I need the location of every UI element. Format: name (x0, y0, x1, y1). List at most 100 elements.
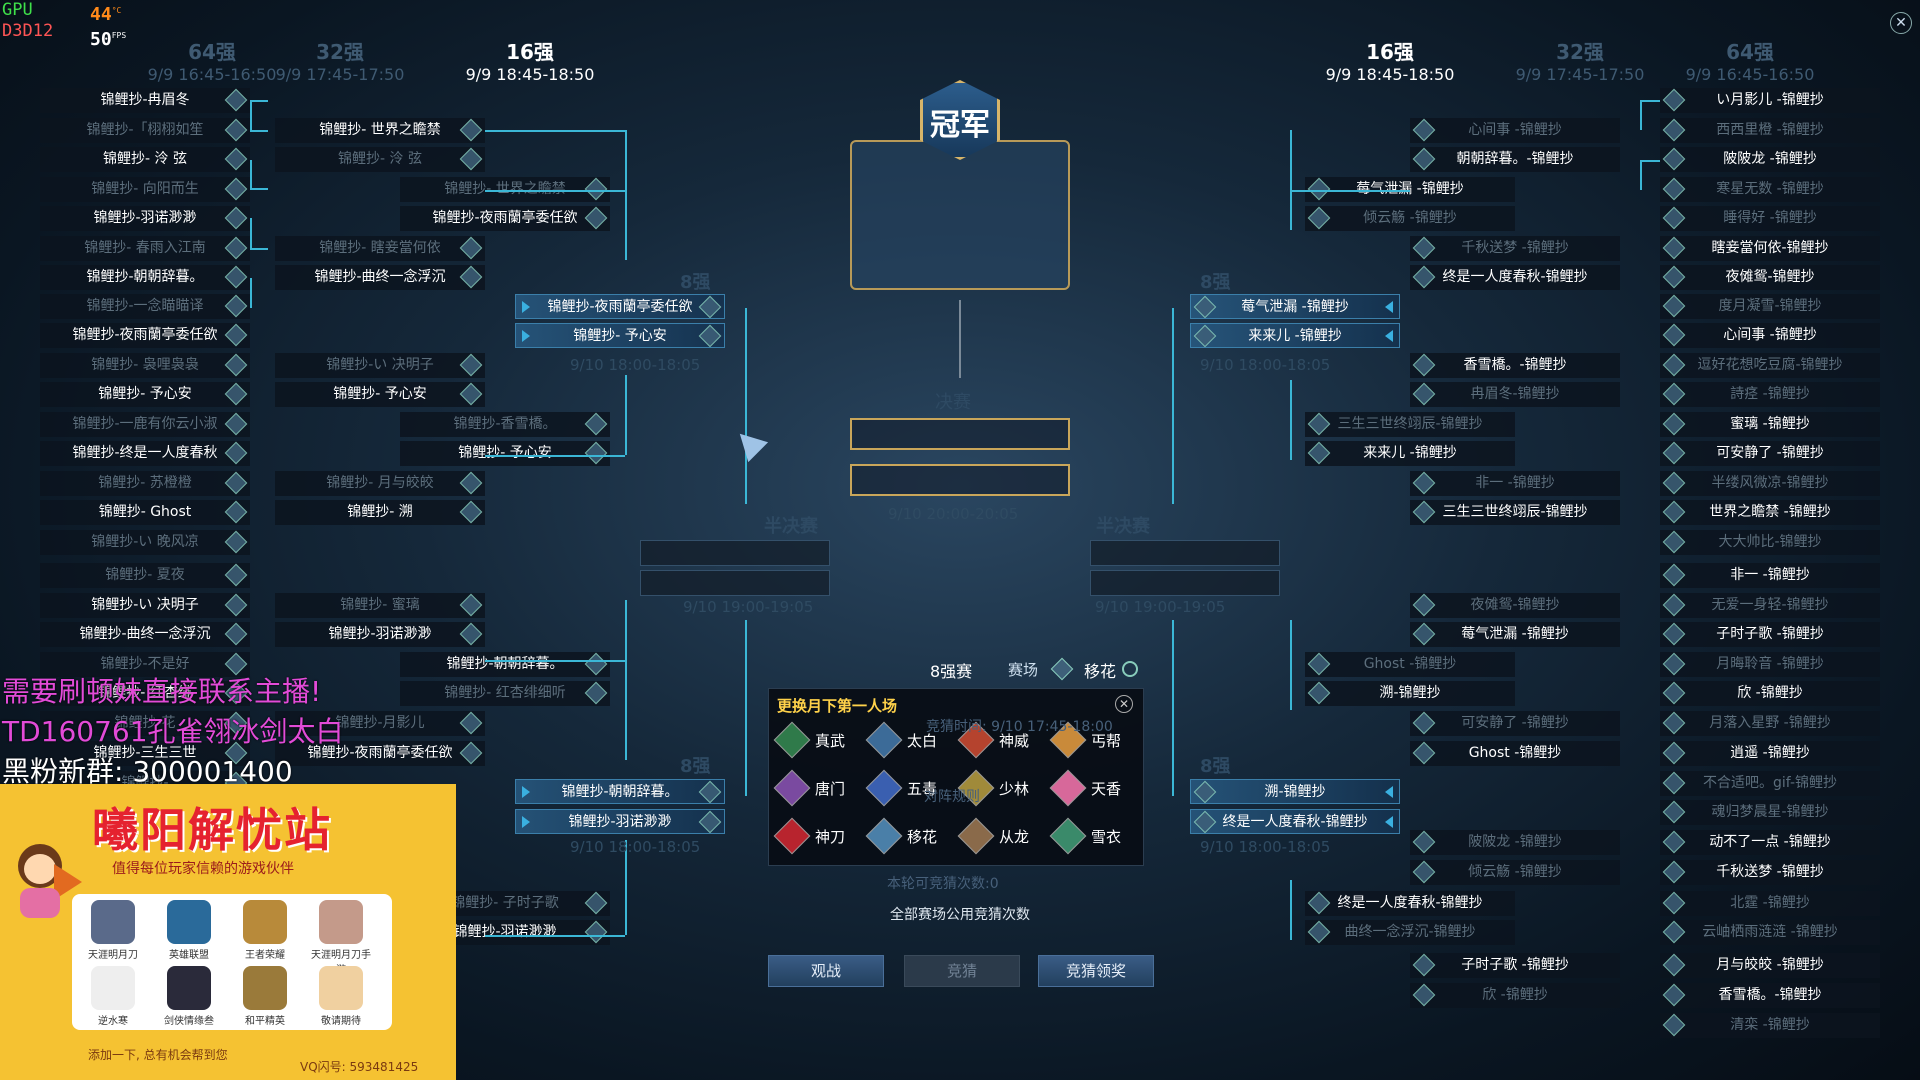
bet-reward-button[interactable]: 竞猜领奖 (1038, 955, 1154, 987)
bracket-slot[interactable]: 锦鲤抄- 泠 弦 (40, 147, 250, 172)
bracket-slot[interactable]: 寒星无数 -锦鲤抄 (1660, 177, 1880, 202)
bracket-slot[interactable]: 锦鲤抄-夜雨蘭亭委任欲 (275, 741, 485, 766)
bracket-slot[interactable]: 三生三世终翊辰-锦鲤抄 (1410, 500, 1620, 525)
bracket-slot[interactable]: 陂陂龙 -锦鲤抄 (1410, 830, 1620, 855)
bracket-slot[interactable]: 来来儿 -锦鲤抄 (1305, 441, 1515, 466)
bracket-slot[interactable]: 锦鲤抄-三生三世 (40, 741, 250, 766)
bracket-slot[interactable]: 无爱一身轻-锦鲤抄 (1660, 593, 1880, 618)
bracket-slot[interactable]: 度月凝雪-锦鲤抄 (1660, 294, 1880, 319)
field-sect-value[interactable]: 移花 (1084, 662, 1117, 681)
bracket-slot[interactable]: 锦鲤抄- 夏夜 (40, 563, 250, 588)
bracket-slot[interactable]: 锦鲤抄- 予心安 (515, 323, 725, 348)
bracket-slot[interactable]: 锦鲤抄- 泠 弦 (275, 147, 485, 172)
bracket-slot[interactable]: 夜傩鸳-锦鲤抄 (1660, 265, 1880, 290)
watch-button[interactable]: 观战 (768, 955, 884, 987)
sect-option[interactable]: 太白 (865, 719, 959, 759)
bracket-slot[interactable]: 香雪橋。-锦鲤抄 (1660, 983, 1880, 1008)
bracket-slot[interactable]: 锦鲤抄- 溯 (275, 500, 485, 525)
bracket-slot[interactable]: 锦鲤抄- 蜜璃 (275, 593, 485, 618)
bracket-slot[interactable]: 夜傩鸳-锦鲤抄 (1410, 593, 1620, 618)
bracket-slot[interactable]: 锦鲤抄-香雪橋。 (400, 412, 610, 437)
bracket-slot[interactable]: 欣 -锦鲤抄 (1410, 983, 1620, 1008)
bracket-slot[interactable]: 非一 -锦鲤抄 (1660, 563, 1880, 588)
bracket-slot[interactable]: 月晦聆音 -锦鲤抄 (1660, 652, 1880, 677)
bracket-slot[interactable]: 锦鲤抄- 予心安 (40, 382, 250, 407)
sect-option[interactable]: 从龙 (957, 815, 1051, 855)
bracket-slot[interactable]: 锦鲤抄-不是好 (40, 652, 250, 677)
sect-option[interactable]: 丐帮 (1049, 719, 1143, 759)
bracket-slot[interactable]: 不合适吧。gif-锦鲤抄 (1660, 771, 1880, 796)
bracket-slot[interactable]: 锦鲤抄- 予心安 (275, 382, 485, 407)
bracket-slot[interactable]: 锦鲤抄-夜雨蘭亭委任欲 (515, 294, 725, 319)
bracket-slot[interactable]: 终是一人度春秋-锦鲤抄 (1190, 809, 1400, 834)
bracket-slot[interactable]: 心间事 -锦鲤抄 (1660, 323, 1880, 348)
bracket-slot[interactable]: 锦鲤抄-羽诺渺渺 (275, 622, 485, 647)
bracket-slot[interactable]: 锦鲤抄-「栩栩如笙 (40, 118, 250, 143)
bracket-slot[interactable]: 锦鲤抄-い 决明子 (275, 353, 485, 378)
refresh-icon[interactable] (1122, 661, 1138, 677)
bracket-slot[interactable]: 锦鲤抄- 予心安 (400, 441, 610, 466)
bracket-slot[interactable]: 锦鲤抄- 春雨入江南 (40, 236, 250, 261)
bracket-slot[interactable]: 非一 -锦鲤抄 (1410, 471, 1620, 496)
bracket-slot[interactable]: 可安静了 -锦鲤抄 (1410, 711, 1620, 736)
bracket-slot[interactable]: 倾云觞 -锦鲤抄 (1305, 206, 1515, 231)
bracket-slot[interactable]: 锦鲤抄-朝朝辞暮。 (400, 652, 610, 677)
bracket-slot[interactable]: 朝朝辞暮。-锦鲤抄 (1410, 147, 1620, 172)
bracket-slot[interactable]: Ghost -锦鲤抄 (1410, 741, 1620, 766)
bracket-slot[interactable]: 终是一人度春秋-锦鲤抄 (1410, 265, 1620, 290)
bracket-slot[interactable]: 逍遥 -锦鲤抄 (1660, 741, 1880, 766)
bracket-slot[interactable]: 锦鲤抄-一鹿有你云小淑 (40, 412, 250, 437)
bracket-slot[interactable]: 锦鲤抄-夜雨蘭亭委任欲 (40, 323, 250, 348)
bracket-slot[interactable]: 溯-锦鲤抄 (1305, 681, 1515, 706)
bracket-slot[interactable]: Ghost -锦鲤抄 (1305, 652, 1515, 677)
bracket-slot[interactable]: 月落入星野 -锦鲤抄 (1660, 711, 1880, 736)
sect-option[interactable]: 真武 (773, 719, 867, 759)
bracket-slot[interactable]: 锦鲤抄-朝朝辞暮。 (40, 265, 250, 290)
bracket-slot[interactable]: 锦鲤抄- 苏橙橙 (40, 471, 250, 496)
bracket-slot[interactable]: 锦鲤抄-终是一人度春秋 (40, 441, 250, 466)
sect-option[interactable]: 少林 (957, 767, 1051, 807)
bracket-slot[interactable]: 可安静了 -锦鲤抄 (1660, 441, 1880, 466)
bracket-slot[interactable]: 锦鲤抄- 世界之瞻禁 (400, 177, 610, 202)
close-icon[interactable]: ✕ (1890, 12, 1912, 34)
bracket-slot[interactable]: 锦鲤抄-冉眉冬 (40, 88, 250, 113)
bracket-slot[interactable]: 动不了一点 -锦鲤抄 (1660, 830, 1880, 855)
bracket-slot[interactable]: 子时子歌 -锦鲤抄 (1410, 953, 1620, 978)
bracket-slot[interactable]: 半缕风微凉-锦鲤抄 (1660, 471, 1880, 496)
bracket-slot[interactable]: 云岫栖雨涟涟 -锦鲤抄 (1660, 920, 1880, 945)
bracket-slot[interactable]: 锦鲤抄- 红杏绯 (40, 681, 250, 706)
bracket-slot[interactable]: 詩痉 -锦鲤抄 (1660, 382, 1880, 407)
bracket-slot[interactable]: 三生三世终翊辰-锦鲤抄 (1305, 412, 1515, 437)
bracket-slot[interactable]: 世界之瞻禁 -锦鲤抄 (1660, 500, 1880, 525)
bracket-slot[interactable]: 睡得好 -锦鲤抄 (1660, 206, 1880, 231)
sect-option[interactable]: 神刀 (773, 815, 867, 855)
bracket-slot[interactable]: 魂归梦晨星-锦鲤抄 (1660, 800, 1880, 825)
bracket-slot[interactable]: 锦鲤抄- 向阳而生 (40, 177, 250, 202)
bracket-slot[interactable]: 陂陂龙 -锦鲤抄 (1660, 147, 1880, 172)
bracket-slot[interactable]: 锦鲤抄- 月与皎皎 (275, 471, 485, 496)
bracket-slot[interactable]: 锦鲤抄- 瞎妾當何依 (275, 236, 485, 261)
sect-option[interactable]: 五毒 (865, 767, 959, 807)
bracket-slot[interactable]: 莓气泄漏 -锦鲤抄 (1410, 622, 1620, 647)
bracket-slot[interactable]: 锦鲤抄-月影儿 (275, 711, 485, 736)
bracket-slot[interactable]: 来来儿 -锦鲤抄 (1190, 323, 1400, 348)
bet-button[interactable]: 竞猜 (904, 955, 1020, 987)
bracket-slot[interactable]: い月影儿 -锦鲤抄 (1660, 88, 1880, 113)
bracket-slot[interactable]: 子时子歌 -锦鲤抄 (1660, 622, 1880, 647)
sect-option[interactable]: 天香 (1049, 767, 1143, 807)
bracket-slot[interactable]: 锦鲤抄-い 决明子 (40, 593, 250, 618)
bracket-slot[interactable]: 锦鲤抄-夜雨蘭亭委任欲 (400, 206, 610, 231)
bracket-slot[interactable]: 香雪橋。-锦鲤抄 (1410, 353, 1620, 378)
sect-option[interactable]: 神威 (957, 719, 1051, 759)
sect-option[interactable]: 唐门 (773, 767, 867, 807)
bracket-slot[interactable]: 心间事 -锦鲤抄 (1410, 118, 1620, 143)
sect-option[interactable]: 雪衣 (1049, 815, 1143, 855)
bracket-slot[interactable]: 锦鲤抄-羽诺渺渺 (515, 809, 725, 834)
bracket-slot[interactable]: 瞎妾當何依-锦鲤抄 (1660, 236, 1880, 261)
bracket-slot[interactable]: 锦鲤抄- 世界之瞻禁 (275, 118, 485, 143)
bracket-slot[interactable]: 北霆 -锦鲤抄 (1660, 891, 1880, 916)
bracket-slot[interactable]: 锦鲤抄-い 晚风凉 (40, 530, 250, 555)
bracket-slot[interactable]: 逗好花想吃豆腐-锦鲤抄 (1660, 353, 1880, 378)
bracket-slot[interactable]: 曲终一念浮沉-锦鲤抄 (1305, 920, 1515, 945)
bracket-slot[interactable]: 千秋送梦 -锦鲤抄 (1660, 860, 1880, 885)
